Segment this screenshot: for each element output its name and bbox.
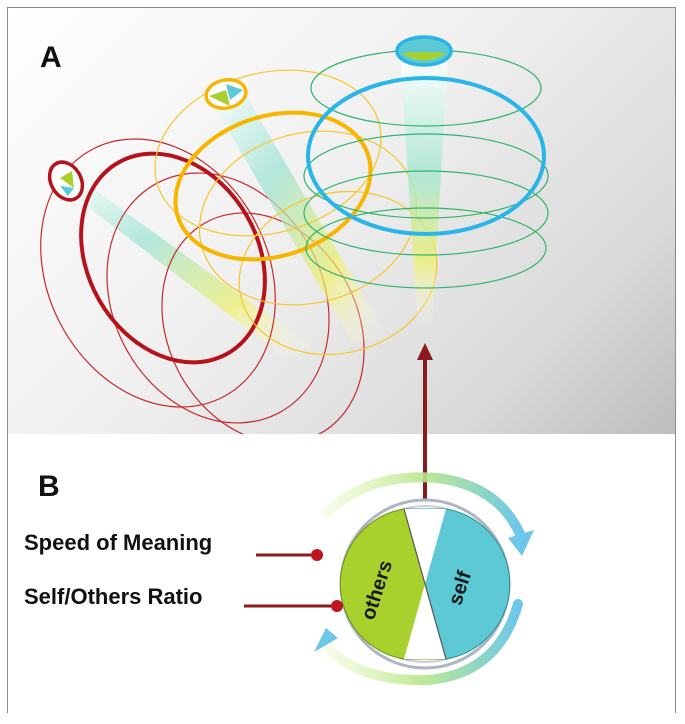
green-thin-ring [303,170,549,256]
red-cone [58,176,313,360]
dial-divider [403,508,447,660]
red-cap-cyan-segment [60,186,74,196]
rotation-arrow-bottom [321,599,523,686]
orange-cone [208,92,388,343]
orange-cap-cyan-segment [226,84,243,100]
connector-arrow-head [417,343,433,360]
blue-cone [400,54,448,330]
orange-thick-ring [173,110,373,262]
orange-cap-green-segment [209,90,230,106]
blue-thick-ring [306,76,546,236]
dial-wedge-top [404,509,446,584]
panel-a: A [8,8,675,435]
rotation-arrow-bottom-head [314,628,338,652]
green-thin-ring [305,207,547,289]
panel-b: others self B Speed of Meaning Self/Othe… [8,434,675,714]
speed-pointer-dot [311,549,323,561]
red-cap-green-segment [60,171,74,188]
figure-frame: A [7,7,676,714]
dial-illustration: others self [244,434,534,686]
dial-wedge-bottom [404,584,446,659]
red-thick-ring [79,151,267,365]
green-thin-ring [303,133,549,219]
rotation-arrow-top [321,472,525,539]
rotation-arrow-top-head [508,530,534,556]
spiral-cones-illustration [40,35,549,434]
panel-letter-b: B [38,470,60,503]
ratio-pointer-dot [331,600,343,612]
blue-cap-green-segment [401,52,447,61]
self-others-ratio-label: Self/Others Ratio [24,584,203,609]
blue-spiral [303,35,549,330]
blue-top-cap [395,35,453,67]
red-spiral [40,138,365,434]
panel-letter-a: A [40,41,62,74]
red-thin-ring [40,138,276,408]
orange-spiral [154,69,438,356]
speed-of-meaning-label: Speed of Meaning [24,530,213,555]
